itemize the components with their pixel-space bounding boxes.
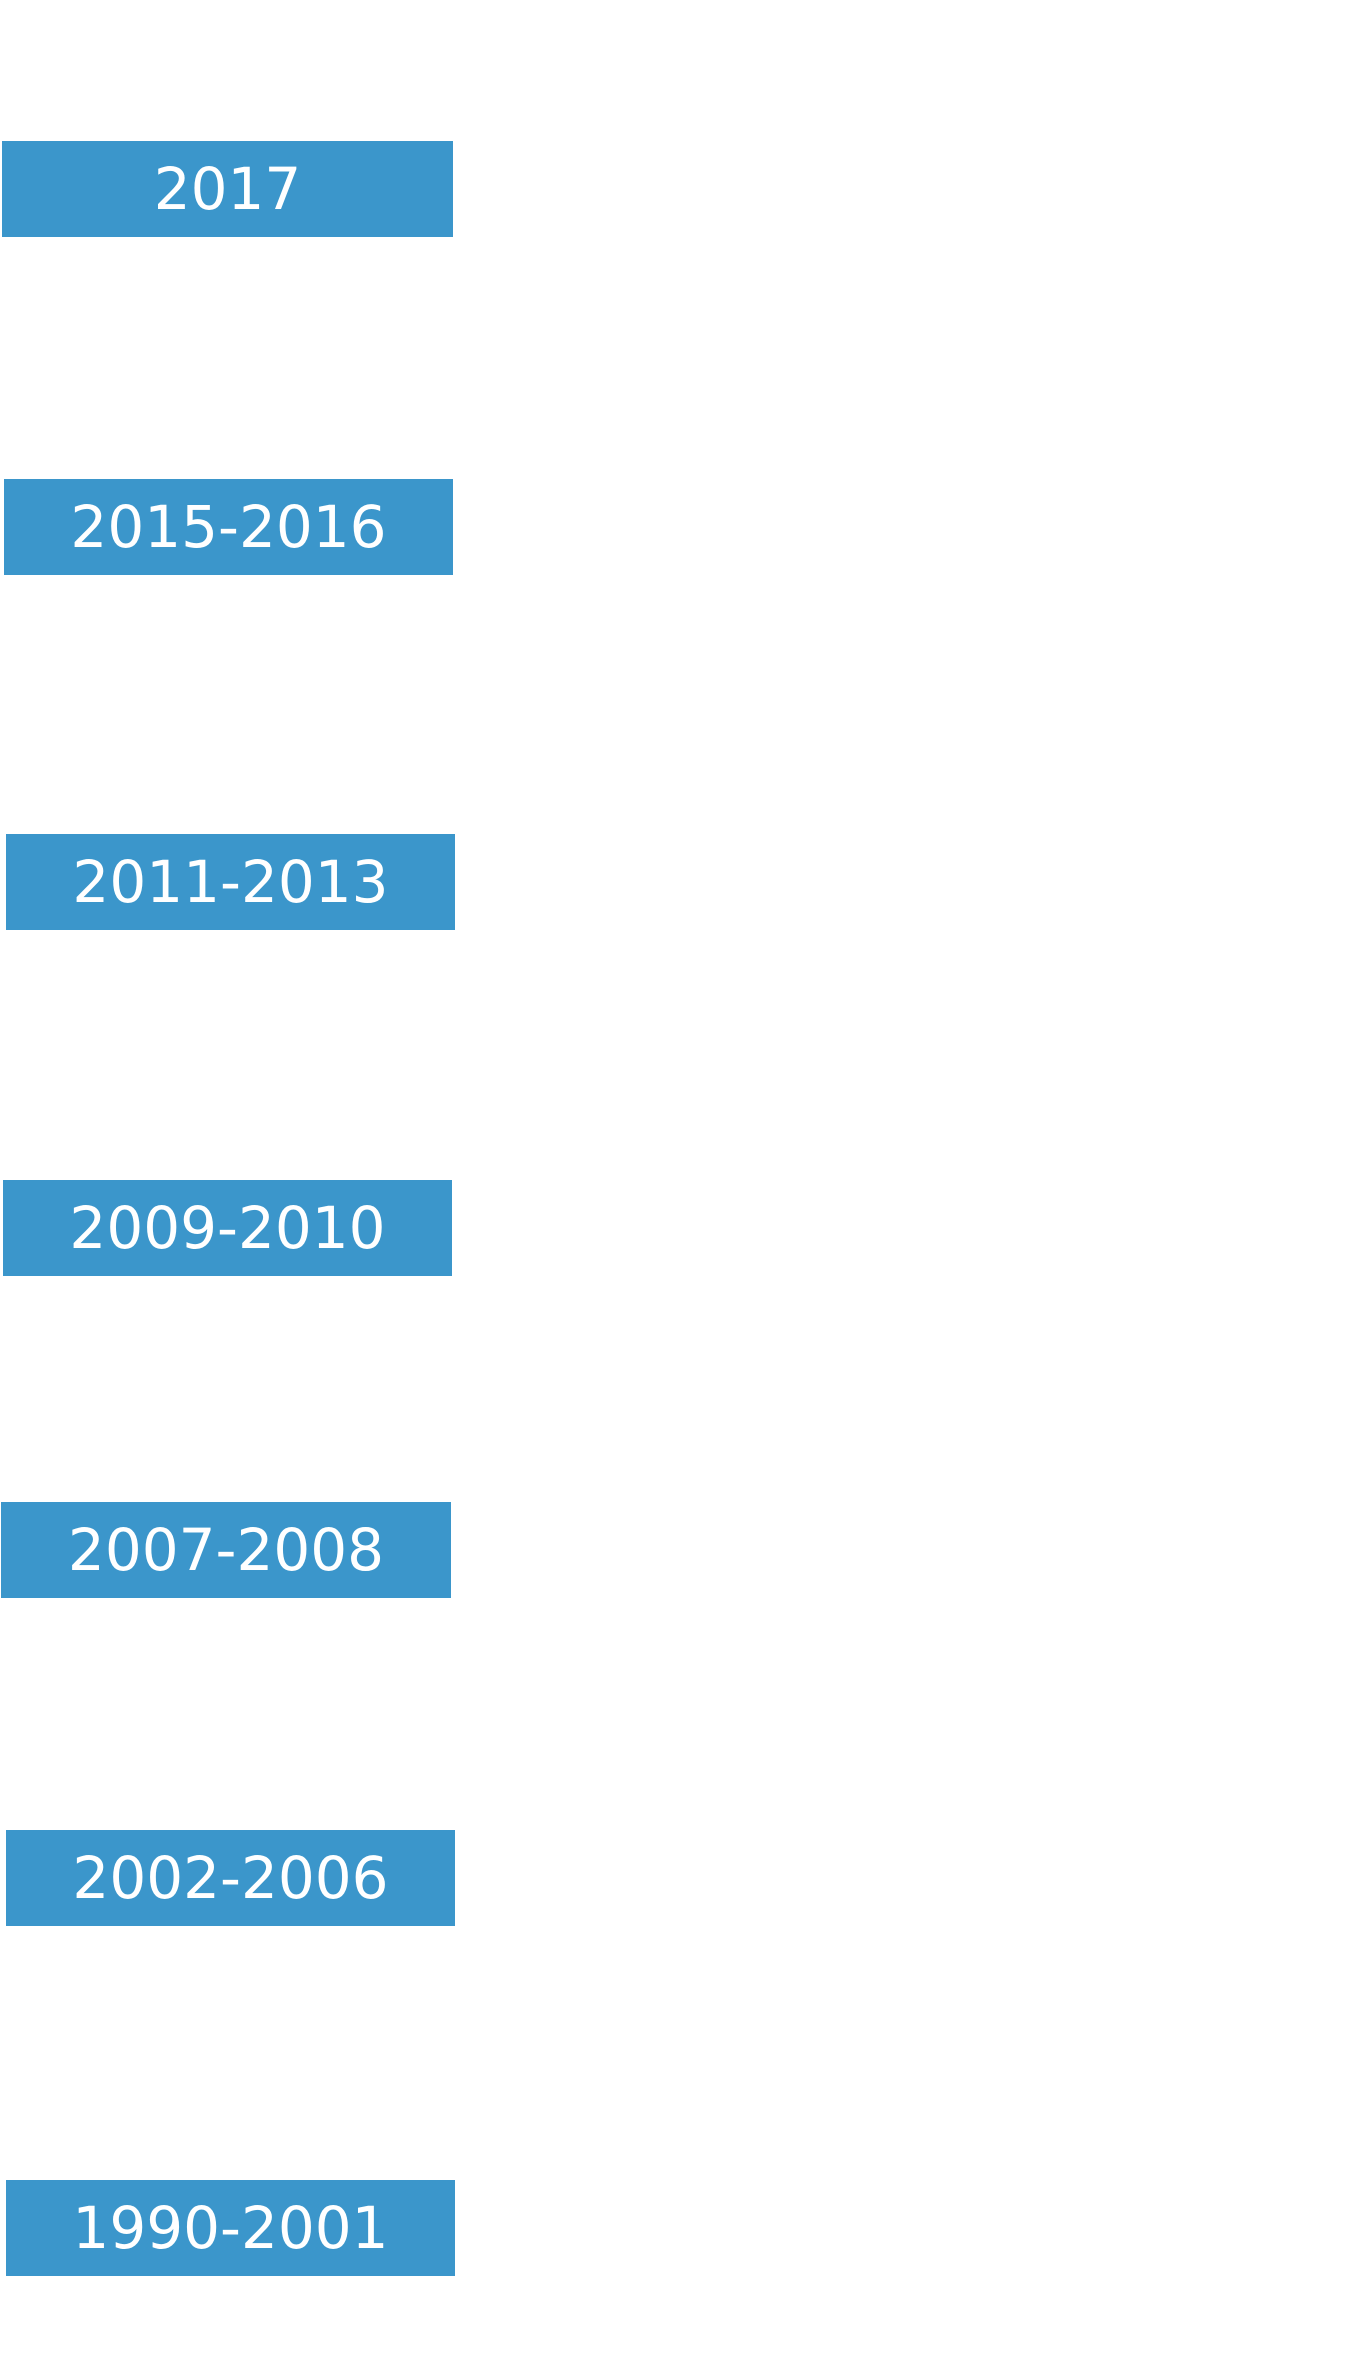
period-badge-2015-2016: 2015-2016 [4, 479, 453, 575]
period-badge-2002-2006: 2002-2006 [6, 1830, 455, 1926]
period-badge-2017: 2017 [2, 141, 453, 237]
period-badge-2009-2010: 2009-2010 [3, 1180, 452, 1276]
period-badge-1990-2001: 1990-2001 [6, 2180, 455, 2276]
period-badge-2007-2008: 2007-2008 [1, 1502, 451, 1598]
period-badge-2011-2013: 2011-2013 [6, 834, 455, 930]
